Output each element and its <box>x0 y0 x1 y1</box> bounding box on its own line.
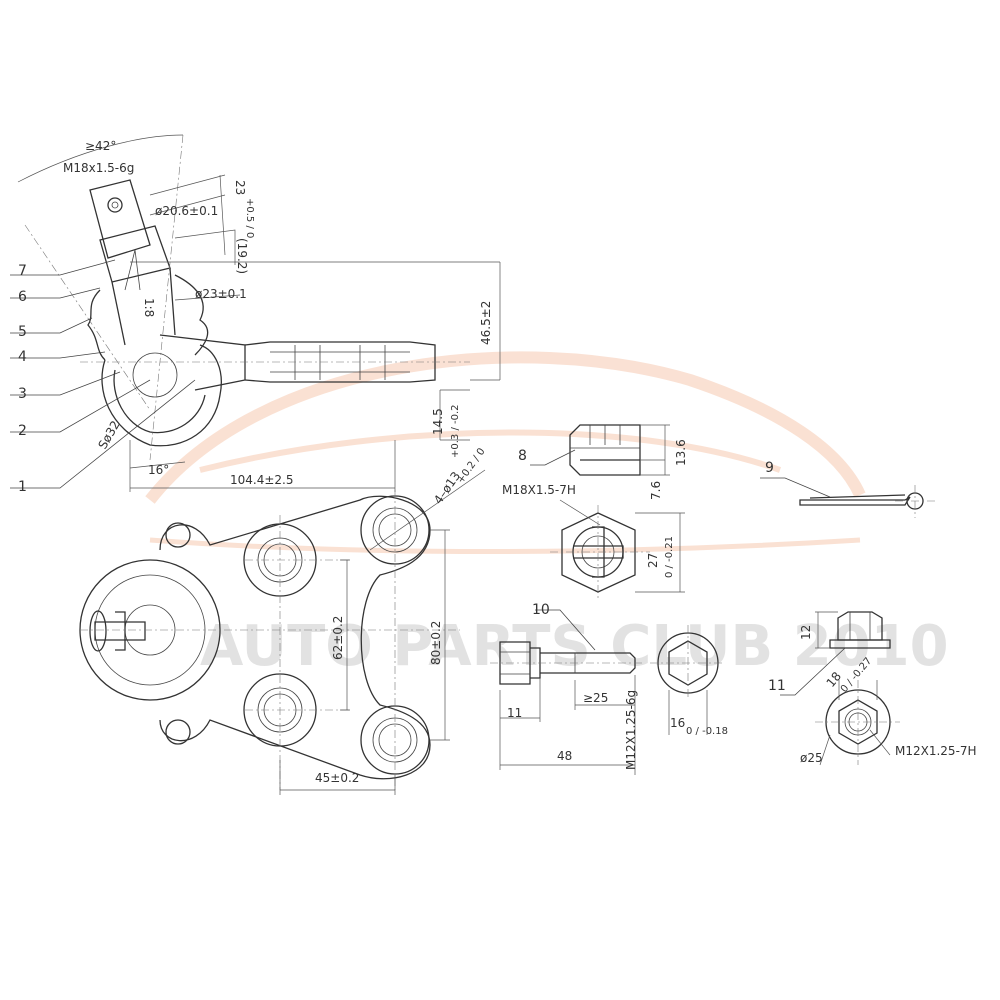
part-label-4: 4 <box>18 349 27 365</box>
part-label-11-top: 11 <box>768 678 786 694</box>
flange-nut-drawing <box>780 611 900 766</box>
castle-nut-drawing <box>530 424 685 600</box>
dim-bolt-af: 16 <box>670 716 685 730</box>
dim-fl-dia: ø25 <box>800 751 823 765</box>
dim-sphere: Sø32 <box>95 418 122 451</box>
dim-dia-23: ø23±0.1 <box>195 287 247 301</box>
watermark-text: AUTO PARTS CLUB 2010 <box>200 614 949 679</box>
dim-taper: 1:8 <box>142 298 156 317</box>
dim-nut-slot: 7.6 <box>649 481 663 500</box>
part-label-1: 1 <box>18 479 27 495</box>
part-label-10: 10 <box>532 602 550 618</box>
dim-nut-h: 13.6 <box>674 439 688 466</box>
dim-len-46: 46.5±2 <box>479 301 493 345</box>
dim-len-45: 45±0.2 <box>315 771 359 785</box>
dim-bolt-thread: M12X1.25-6g <box>624 690 638 770</box>
dim-len-23-tol: +0.5 / 0 <box>244 198 255 238</box>
bolt-drawing <box>490 609 725 775</box>
ball-joint-side-view <box>10 134 501 492</box>
part-label-9: 9 <box>765 460 774 476</box>
part-label-3: 3 <box>18 386 27 402</box>
dim-len-62: 62±0.2 <box>331 616 345 660</box>
dim-nut-af: 27 <box>646 553 660 568</box>
part-label-8: 8 <box>518 448 527 464</box>
dim-bolt-af-tol: 0 / -0.18 <box>686 726 728 737</box>
dim-nut-af-tol: 0 / -0.21 <box>664 536 675 578</box>
dim-len-104: 104.4±2.5 <box>230 473 294 487</box>
dim-bolt-min: ≥25 <box>583 691 608 705</box>
part-label-5: 5 <box>18 324 27 340</box>
part-label-2: 2 <box>18 423 27 439</box>
dim-len-80: 80±0.2 <box>429 621 443 665</box>
dim-bolt-len: 48 <box>557 749 572 763</box>
dim-len-14-tol: +0.3 / -0.2 <box>450 404 461 458</box>
cotter-pin-drawing <box>760 477 935 518</box>
part-label-7: 7 <box>18 263 27 279</box>
dim-nut-thread: M18X1.5-7H <box>502 483 576 497</box>
dim-len-23: 23 <box>233 180 247 195</box>
dim-bolt-head: 11 <box>507 706 522 720</box>
dim-fl-thread: M12X1.25-7H <box>895 744 977 758</box>
dim-len-14: 14.5 <box>431 408 445 435</box>
dim-angle-16: 16° <box>148 463 169 477</box>
dim-angle-top: ≥42° <box>85 139 116 153</box>
ball-joint-flange-view <box>79 469 486 795</box>
part-label-6: 6 <box>18 289 27 305</box>
dim-fl-h: 12 <box>799 625 813 640</box>
dim-dia-20: ø20.6±0.1 <box>155 204 218 218</box>
dim-thread-stud: M18x1.5-6g <box>63 161 134 175</box>
watermark-car-logo <box>145 351 866 555</box>
dim-len-19: (19.2) <box>235 238 249 274</box>
